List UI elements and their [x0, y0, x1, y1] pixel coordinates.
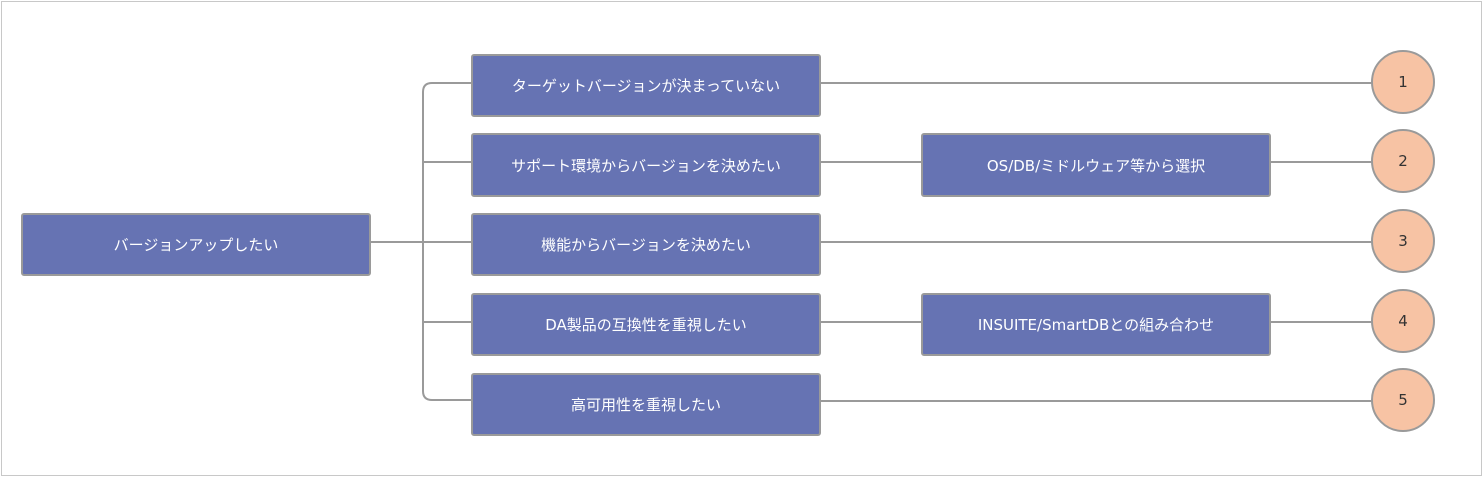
number-circle-4: 4 [1371, 289, 1435, 353]
branch-node-2: サポート環境からバージョンを決めたい [471, 133, 821, 197]
detail-node-4: INSUITE/SmartDBとの組み合わせ [921, 293, 1271, 356]
branch-node-3: 機能からバージョンを決めたい [471, 213, 821, 276]
root-node: バージョンアップしたい [21, 213, 371, 276]
connector-trunk [422, 82, 471, 401]
number-circle-3: 3 [1371, 209, 1435, 273]
number-circle-2: 2 [1371, 129, 1435, 193]
branch-node-1: ターゲットバージョンが決まっていない [471, 54, 821, 117]
branch-node-4: DA製品の互換性を重視したい [471, 293, 821, 356]
number-circle-5: 5 [1371, 368, 1435, 432]
branch-node-5: 高可用性を重視したい [471, 373, 821, 436]
detail-node-2: OS/DB/ミドルウェア等から選択 [921, 133, 1271, 197]
number-circle-1: 1 [1371, 50, 1435, 114]
